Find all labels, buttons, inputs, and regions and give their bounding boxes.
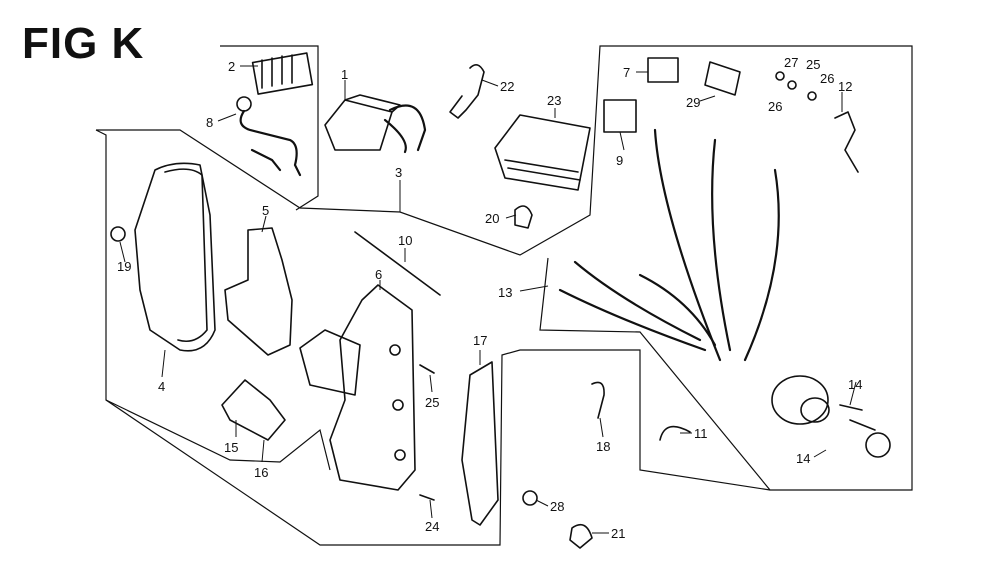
clip-part [449, 64, 485, 119]
band-part [591, 381, 605, 419]
callout-23: 24 [425, 519, 440, 534]
callout-17: 17 [473, 333, 488, 348]
callout-26: 26 [820, 71, 835, 86]
callout-21: 22 [500, 79, 515, 94]
group-boundary-top-left [220, 45, 319, 211]
callout-4: 4 [158, 379, 166, 394]
group-boundary-main [96, 45, 913, 491]
callout-2: 2 [228, 59, 236, 74]
fuse-box-part [494, 114, 591, 191]
screw-part [419, 364, 435, 501]
bracket-part [224, 227, 293, 356]
callout-7: 7 [623, 65, 631, 80]
callout-14a: 14 [848, 377, 863, 392]
control-panel-part [299, 284, 416, 491]
group-boundary-mid [105, 399, 331, 471]
callout-13: 13 [498, 285, 513, 300]
fuse-holder-part [704, 61, 741, 96]
callout-3: 3 [395, 165, 403, 180]
callout-9: 9 [616, 153, 624, 168]
wire-harness-part [558, 128, 780, 362]
leader-lines [119, 65, 857, 534]
plate-part [461, 361, 499, 526]
callout-28: 28 [550, 499, 565, 514]
callout-6: 6 [375, 267, 383, 282]
key-switch-part [771, 375, 891, 458]
callout-25b: 26 [768, 99, 783, 114]
clamp-part [569, 523, 593, 549]
switch-part [221, 379, 286, 441]
regulator-part [236, 52, 314, 177]
callout-12: 12 [838, 79, 853, 94]
callout-14b: 14 [796, 451, 811, 466]
callout-20b: 21 [611, 526, 626, 541]
relay-part [647, 57, 679, 83]
callout-27: 27 [784, 55, 799, 70]
callout-22: 23 [547, 93, 562, 108]
callout-15: 15 [224, 440, 239, 455]
socket-part [603, 99, 637, 133]
callout-20a: 20 [485, 211, 500, 226]
callout-5: 5 [262, 203, 270, 218]
callout-18: 19 [117, 259, 132, 274]
clamp-part [514, 205, 533, 229]
callout-16: 16 [254, 465, 269, 480]
cover-part [110, 162, 216, 352]
callout-11: 11 [694, 426, 708, 441]
callout-19: 18 [596, 439, 611, 454]
callout-10: 10 [398, 233, 413, 248]
callout-24: 25 [425, 395, 440, 410]
washer-part [787, 80, 797, 90]
figure-title: FIG K [22, 19, 145, 68]
callout-8: 8 [206, 115, 214, 130]
rod-part [354, 231, 441, 296]
nut-part [807, 91, 817, 101]
group-boundary-left [95, 129, 771, 546]
control-box-part [324, 94, 427, 154]
cable-clip-part [659, 425, 691, 441]
callout-25a: 25 [806, 57, 821, 72]
callout-1: 1 [341, 67, 349, 82]
callout-29: 29 [686, 95, 701, 110]
washer-part [775, 71, 785, 81]
bolt-part [522, 490, 538, 506]
terminal-part [834, 111, 859, 173]
